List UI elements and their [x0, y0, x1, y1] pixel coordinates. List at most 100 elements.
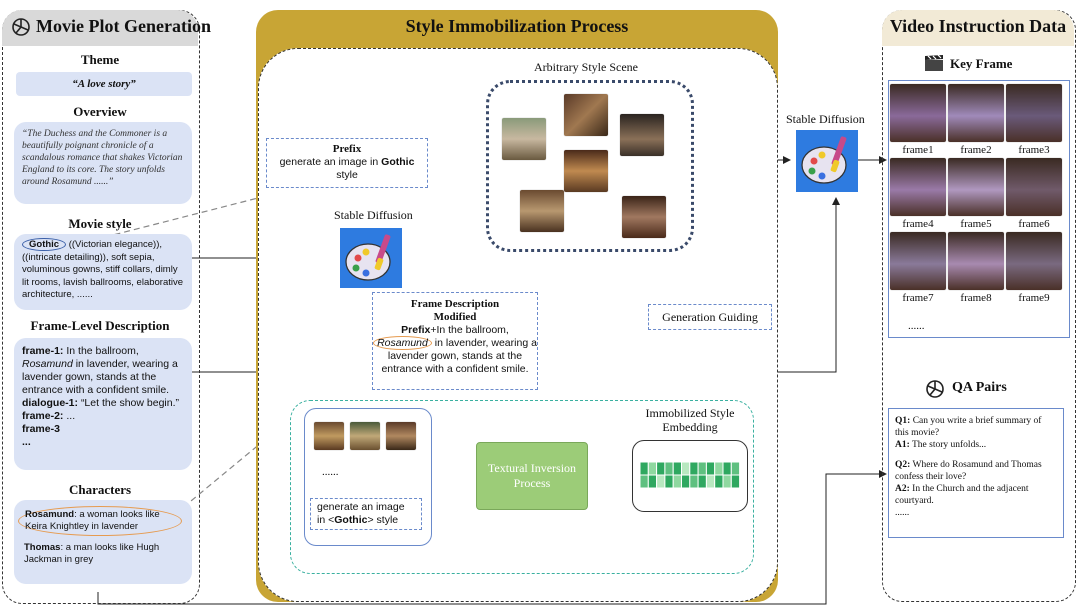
- gen-image-keyword: Gothic: [334, 514, 368, 526]
- a1-label: A1:: [895, 440, 910, 450]
- scene-image-3: [620, 114, 664, 156]
- fdm-title-1: Frame Description: [410, 298, 500, 310]
- sd-right-label: Stable Diffusion: [786, 112, 865, 126]
- left-panel-title: Movie Plot Generation: [36, 16, 211, 36]
- theme-value: “A love story”: [72, 78, 136, 90]
- q2-label: Q2:: [895, 460, 911, 470]
- movie-style-heading: Movie style: [68, 216, 132, 231]
- keyframe-label-5: frame5: [960, 218, 992, 230]
- process-box: [290, 400, 754, 574]
- keyframe-label-7: frame7: [902, 292, 934, 304]
- q2-text: Where do Rosamund and Thomas confess the…: [895, 460, 1042, 482]
- right-panel-header: [882, 10, 1074, 46]
- fdm-title-2: Modified: [433, 311, 477, 323]
- a2-text: In the Church and the adjacent courtyard…: [895, 484, 1029, 506]
- arbitrary-label: Arbitrary Style Scene: [534, 60, 638, 74]
- char2-name: Thomas: [24, 542, 61, 553]
- keyframe-image: [948, 84, 1004, 142]
- frame2-text: ...: [66, 410, 76, 422]
- frame1-text: In the ballroom,: [66, 345, 139, 357]
- frame-level-heading: Frame-Level Description: [30, 318, 170, 333]
- clapper-icon: [924, 54, 944, 72]
- middle-panel-title: Style Immobilization Process: [405, 16, 629, 36]
- prefix-title: Prefix: [332, 143, 362, 155]
- scene-image-5: [520, 190, 564, 232]
- gen-image-text-3: > style: [367, 514, 399, 526]
- keyframe-image: [948, 158, 1004, 216]
- keyframe-image: [948, 232, 1004, 290]
- style-text: ((Victorian elegance)), ((intricate deta…: [22, 239, 184, 300]
- frame-level-box: frame-1: In the ballroom, Rosamund in la…: [14, 338, 192, 470]
- prefix-text: generate an image in: [279, 156, 379, 168]
- frame2-label: frame-2:: [22, 410, 64, 422]
- keyframe-image: [890, 158, 946, 216]
- keyframe-label-8: frame8: [960, 292, 992, 304]
- keyframe-label-1: frame1: [902, 144, 934, 156]
- input-image-3: [386, 422, 416, 450]
- palette-icon: [340, 228, 402, 288]
- fdm-name: Rosamund: [373, 336, 432, 350]
- scene-image-6: [622, 196, 666, 238]
- frame3-label: frame-3: [22, 423, 60, 435]
- overview-box: “The Duchess and the Commoner is a beaut…: [14, 122, 192, 204]
- input-dots: ......: [322, 466, 339, 478]
- input-image-1: [314, 422, 344, 450]
- qa-more: ......: [895, 508, 910, 518]
- generation-guiding-box: Generation Guiding: [648, 304, 772, 330]
- keyframe-label-4: frame4: [902, 218, 934, 230]
- keyframe-label-9: frame9: [1018, 292, 1050, 304]
- gen-image-text-1: generate an image: [317, 501, 405, 513]
- frame1-rest: in lavender, wearing a lavender gown, st…: [22, 358, 178, 396]
- frames-more: ......: [908, 320, 925, 332]
- keyframe-label: Key Frame: [950, 56, 1013, 71]
- keyframe-label-3: frame3: [1018, 144, 1050, 156]
- scene-image-1: [502, 118, 546, 160]
- overview-text: “The Duchess and the Commoner is a beaut…: [22, 129, 183, 187]
- char1-name: Rosamund: [25, 509, 75, 520]
- palette-icon-right: [796, 130, 858, 192]
- fdm-box: Frame Description Modified Prefix+In the…: [372, 292, 538, 390]
- textural-inversion-box: Textural Inversion Process: [476, 442, 588, 510]
- keyframe-label-6: frame6: [1018, 218, 1050, 230]
- embedding-box: [632, 440, 748, 512]
- characters-heading: Characters: [68, 482, 132, 497]
- frame1-name: Rosamund: [22, 358, 73, 370]
- theme-box: “A love story”: [16, 72, 192, 96]
- generation-guiding-label: Generation Guiding: [662, 309, 758, 324]
- frame-ellipsis: ...: [22, 436, 31, 448]
- keyframe-image: [890, 84, 946, 142]
- keyframe-image: [1006, 232, 1062, 290]
- prefix-box: Prefix generate an image in Gothic style: [266, 138, 428, 188]
- keyframe-label-2: frame2: [960, 144, 992, 156]
- fdm-text-1: +In the ballroom,: [430, 324, 509, 336]
- scene-image-2: [564, 94, 608, 136]
- sd-middle-label: Stable Diffusion: [334, 208, 413, 222]
- qa-title: QA Pairs: [952, 380, 1007, 395]
- frame1-label: frame-1:: [22, 345, 64, 357]
- keyframe-box: [888, 80, 1070, 338]
- style-keyword: Gothic: [22, 238, 67, 251]
- gen-image-text-box: generate an image in <Gothic> style: [310, 498, 422, 530]
- immobilized-label: Immobilized Style Embedding: [645, 406, 735, 434]
- keyframe-image: [1006, 84, 1062, 142]
- q1-label: Q1:: [895, 416, 911, 426]
- arbitrary-scene-box: [486, 80, 694, 252]
- overview-heading: Overview: [73, 104, 127, 119]
- movie-style-box: Gothic ((Victorian elegance)), ((intrica…: [14, 234, 192, 310]
- a1-text: The story unfolds...: [912, 440, 987, 450]
- fdm-prefix: Prefix: [401, 324, 431, 336]
- q1-text: Can you write a brief summary of this mo…: [895, 416, 1042, 438]
- scene-image-4: [564, 150, 608, 192]
- embedding-grid: [640, 462, 740, 488]
- keyframe-image: [1006, 158, 1062, 216]
- fdm-text-2: in lavender, wearing a lavender gown, st…: [381, 337, 537, 375]
- openai-icon: [10, 16, 32, 38]
- qa-box: Q1: Can you write a brief summary of thi…: [888, 408, 1064, 538]
- dialogue-label: dialogue-1:: [22, 397, 79, 409]
- characters-box: Rosamund: a woman looks like Keira Knigh…: [14, 500, 192, 584]
- keyframe-image: [890, 232, 946, 290]
- right-panel-title: Video Instruction Data: [889, 16, 1067, 36]
- textural-inversion-label: Textural Inversion Process: [487, 461, 577, 490]
- prefix-keyword: Gothic: [381, 156, 415, 168]
- prefix-tail: style: [336, 169, 358, 181]
